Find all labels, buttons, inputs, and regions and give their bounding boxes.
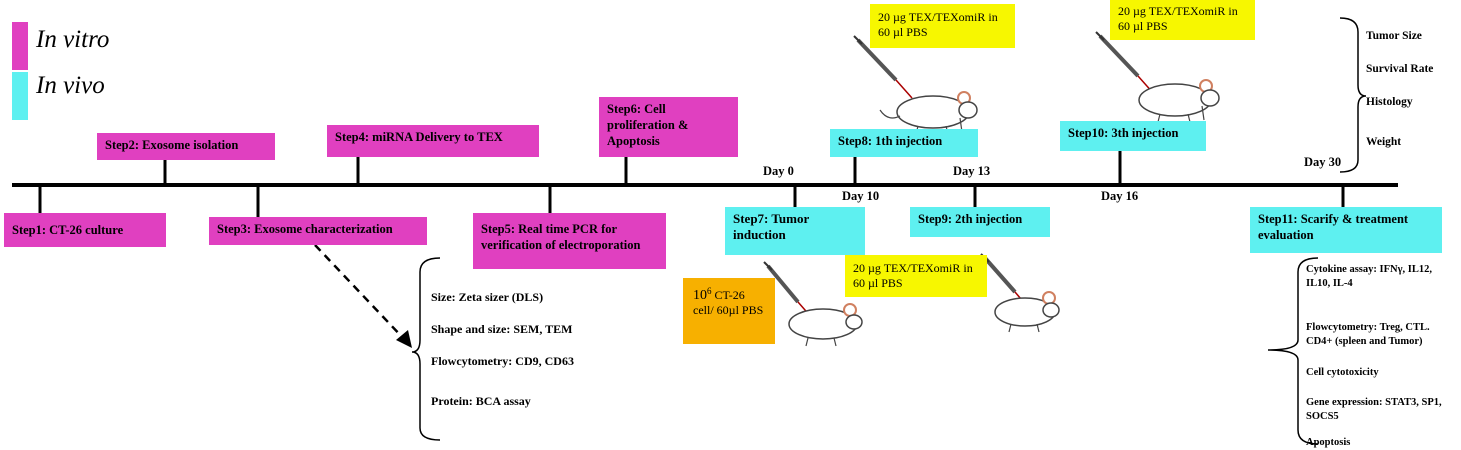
step3-box: Step3: Exosome characterization	[209, 217, 427, 245]
outcome-item: Histology	[1366, 96, 1413, 108]
day30-label: Day 30	[1304, 155, 1342, 169]
characterization-list: Size: Zeta sizer (DLS) Shape and size: S…	[431, 0, 681, 450]
injection1-dose-box: 20 µg TEX/TEXomiR in 60 µl PBS	[870, 4, 1015, 48]
tumor-cells-dose-box: 106 CT-26 cell/ 60µl PBS	[683, 278, 775, 344]
step1-box: Step1: CT-26 culture	[4, 213, 166, 247]
evaluation-item: Apoptosis	[1306, 437, 1351, 448]
cells-count-rest: CT-26 cell/ 60µl PBS	[693, 288, 764, 317]
step6-box: Step6: Cell proliferation & Apoptosis	[599, 97, 738, 157]
evaluation-item: Cytokine assay: IFNγ, IL12, IL10, IL-4	[1306, 264, 1432, 289]
day13-label: Day 13	[953, 164, 991, 178]
step5-box: Step5: Real time PCR for verification of…	[473, 213, 666, 269]
evaluation-item: Cell cytotoxicity	[1306, 367, 1379, 378]
outcomes-bracket	[1339, 17, 1367, 173]
step7-box: Step7: Tumor induction	[725, 207, 865, 255]
mouse-syringe-icon	[763, 261, 863, 347]
mouse-syringe-icon	[980, 253, 1060, 333]
mouse-syringe-icon	[853, 35, 978, 135]
step4-box: Step4: miRNA Delivery to TEX	[327, 125, 539, 157]
injection2-dose-box: 20 µg TEX/TEXomiR in 60 µl PBS	[845, 255, 987, 297]
day16-label: Day 16	[1101, 189, 1139, 203]
evaluation-list: Cytokine assay: IFNγ, IL12, IL10, IL-4 F…	[1306, 0, 1456, 450]
step8-box: Step8: 1th injection	[830, 129, 978, 157]
step2-box: Step2: Exosome isolation	[97, 133, 275, 160]
outcomes-list: Tumor Size Survival Rate Histology Weigh…	[1366, 0, 1461, 180]
evaluation-bracket	[1267, 257, 1319, 445]
cells-count-exponent: 6	[707, 286, 712, 296]
characterization-item: Shape and size: SEM, TEM	[431, 322, 573, 336]
mouse-syringe-icon	[1095, 31, 1220, 123]
injection3-dose-box: 20 µg TEX/TEXomiR in 60 µl PBS	[1110, 0, 1255, 40]
arrow-head	[396, 330, 412, 348]
dashed-arrow	[314, 244, 406, 341]
step11-box: Step11: Scarify & treatment evaluation	[1250, 207, 1442, 253]
day10-label: Day 10	[842, 189, 880, 203]
legend-in-vitro-label: In vitro	[36, 26, 110, 53]
characterization-item: Protein: BCA assay	[431, 394, 531, 408]
outcome-item: Weight	[1366, 136, 1402, 148]
cells-count-base: 10	[693, 288, 707, 303]
legend-in-vitro-swatch	[12, 22, 28, 70]
step10-box: Step10: 3th injection	[1060, 121, 1206, 151]
legend-in-vivo-swatch	[12, 72, 28, 120]
day0-label: Day 0	[763, 164, 794, 178]
characterization-item: Size: Zeta sizer (DLS)	[431, 290, 544, 304]
outcome-item: Tumor Size	[1366, 30, 1422, 42]
step9-box: Step9: 2th injection	[910, 207, 1050, 237]
characterization-bracket	[411, 257, 441, 441]
evaluation-item: Gene expression: STAT3, SP1, SOCS5	[1306, 397, 1442, 422]
legend-in-vivo-label: In vivo	[36, 72, 105, 99]
characterization-item: Flowcytometry: CD9, CD63	[431, 354, 574, 368]
evaluation-item: Flowcytometry: Treg, CTL. CD4+ (spleen a…	[1306, 322, 1430, 347]
outcome-item: Survival Rate	[1366, 63, 1434, 75]
